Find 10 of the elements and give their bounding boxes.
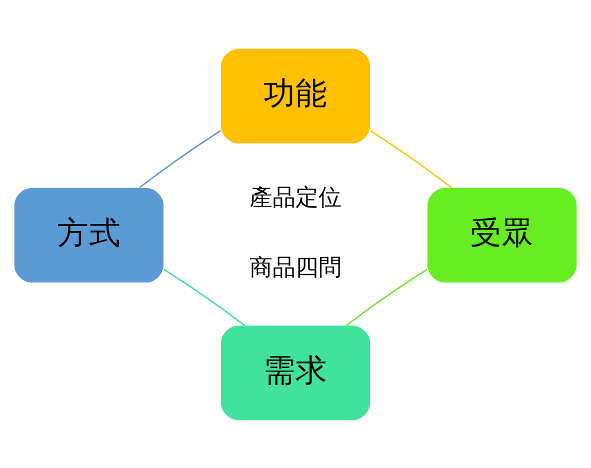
label: 產品定位 (250, 184, 342, 210)
connector (346, 268, 428, 326)
node-box: 功能 (220, 48, 370, 143)
connector (164, 268, 246, 326)
connector (139, 130, 221, 188)
node-box: 需求 (220, 325, 370, 420)
node-box: 方式 (14, 187, 164, 282)
node-box: 受眾 (427, 187, 577, 282)
connector (370, 130, 452, 188)
label: 商品四問 (250, 254, 342, 281)
